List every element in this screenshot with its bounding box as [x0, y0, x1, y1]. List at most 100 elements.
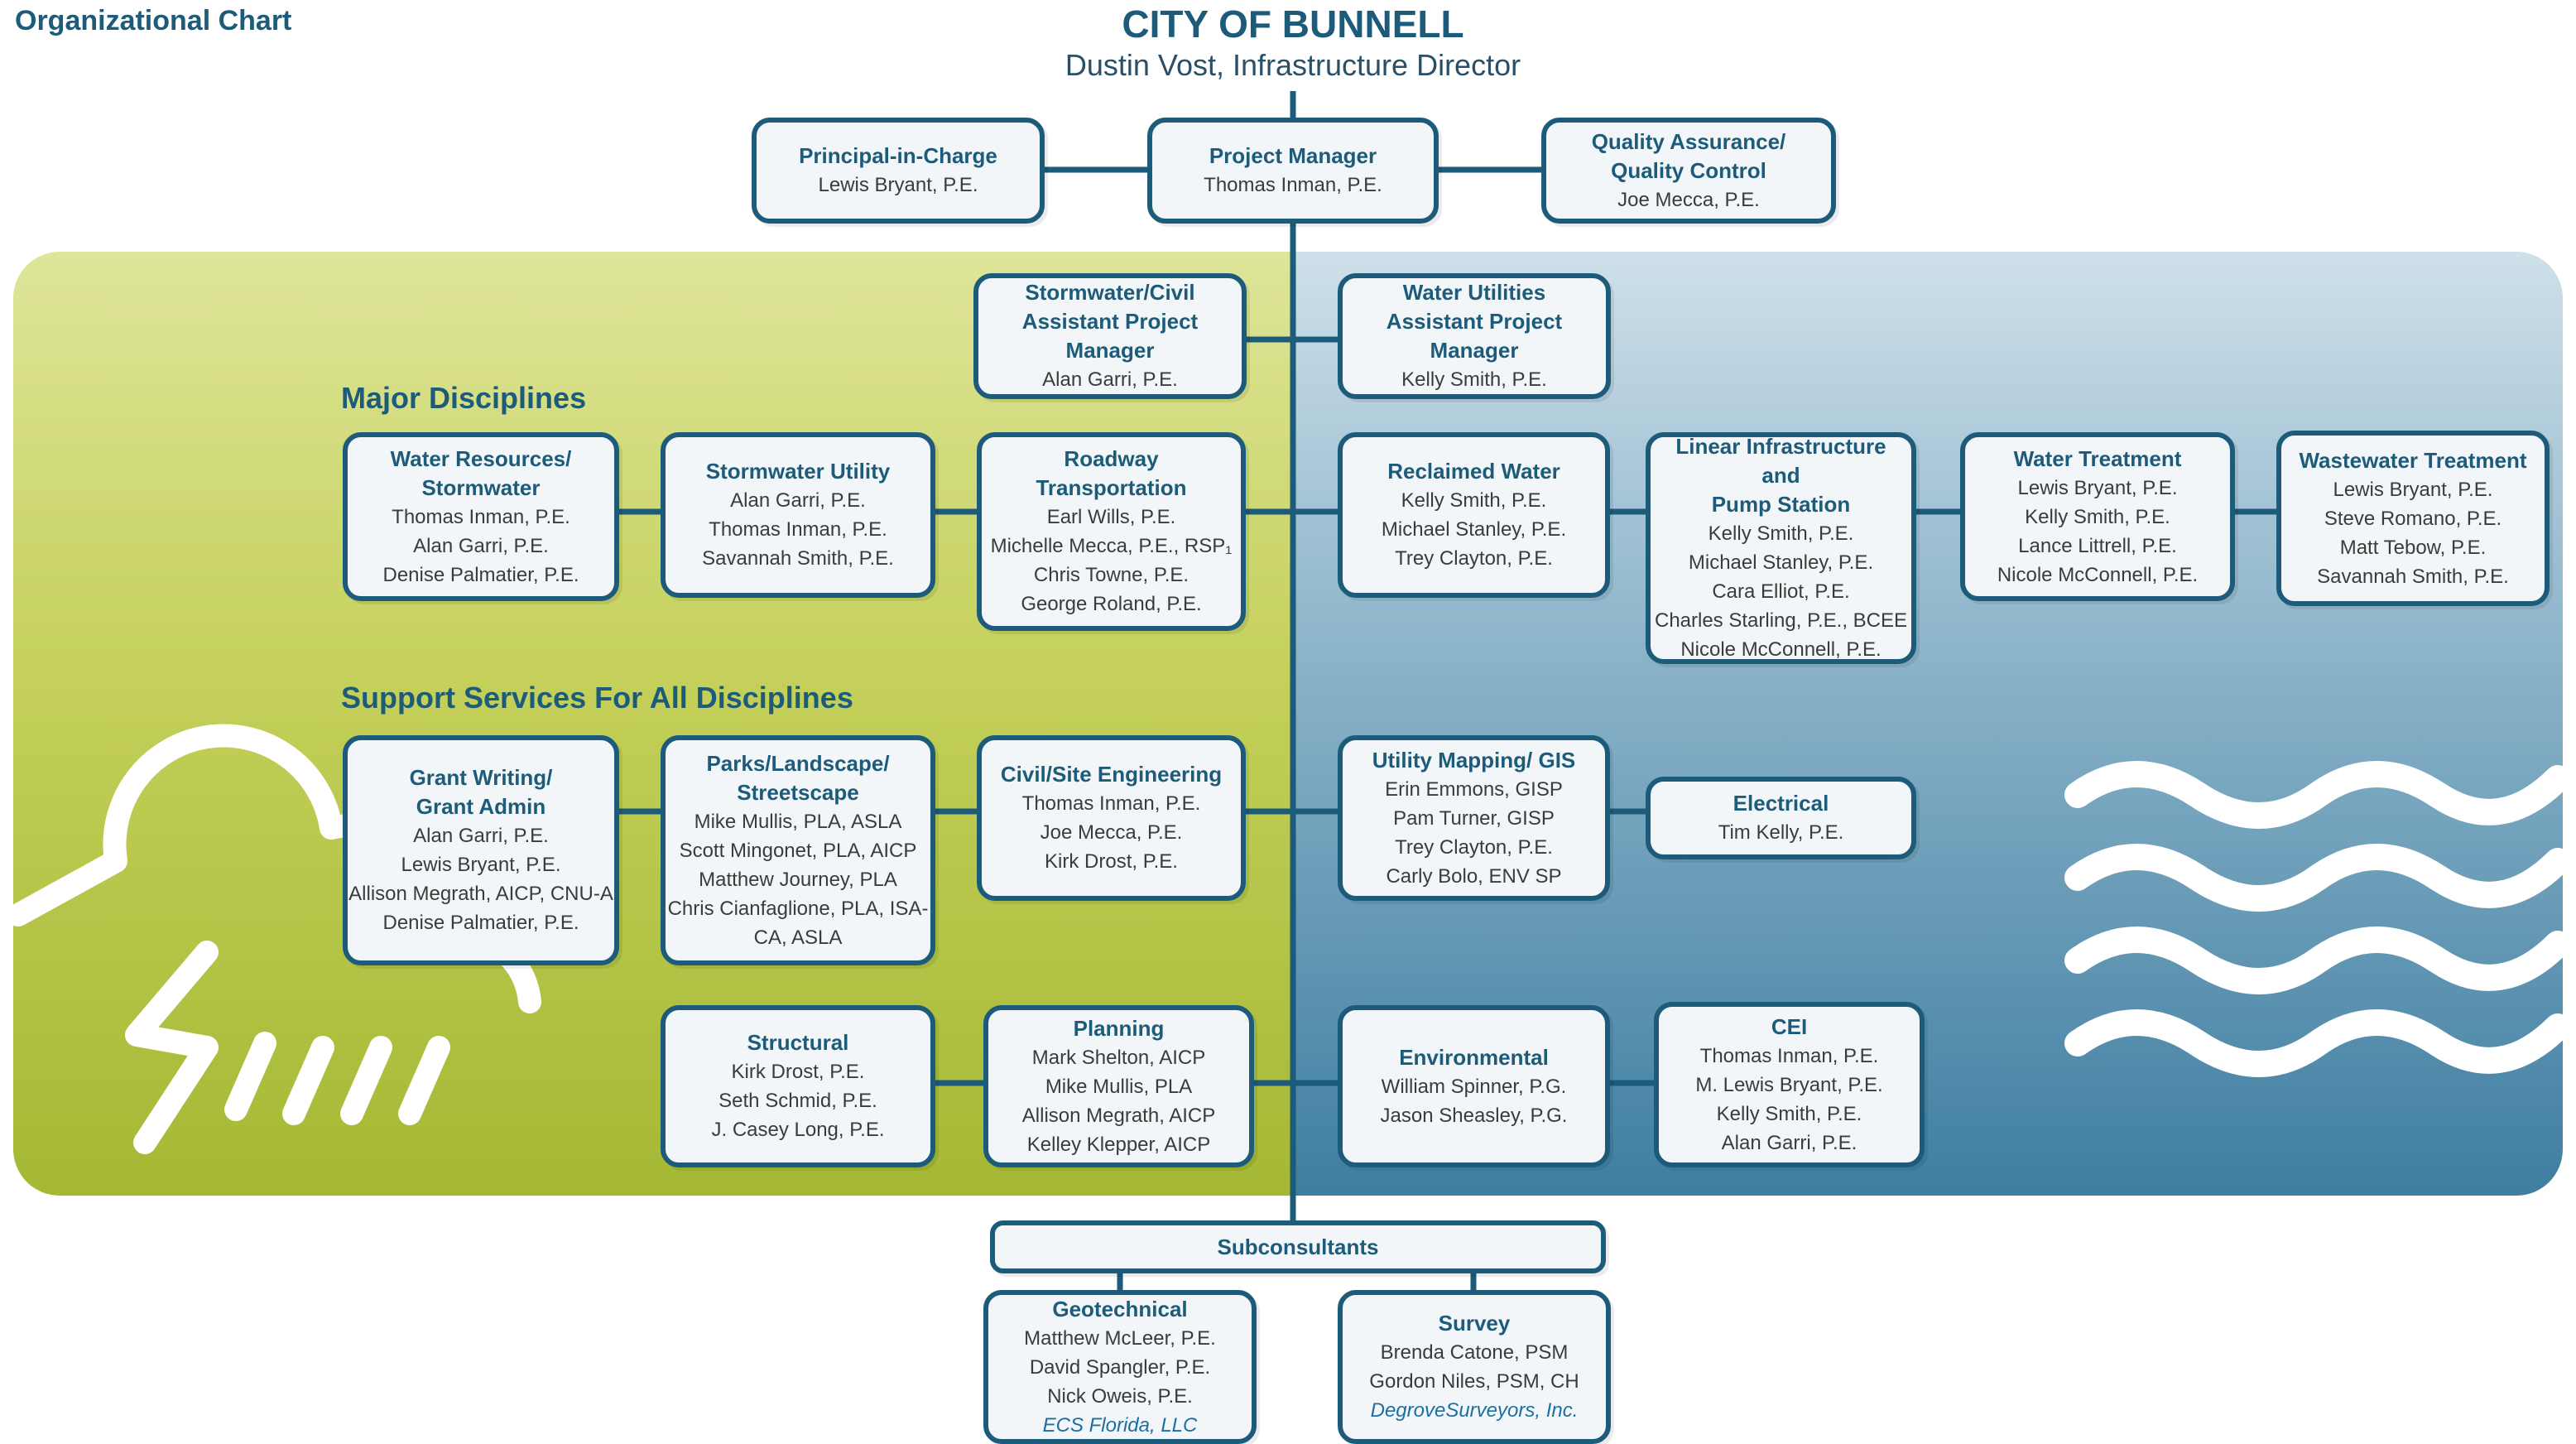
team-member: Chris Towne, P.E. [1033, 564, 1189, 586]
team-member: Allison Megrath, AICP [1021, 1104, 1216, 1127]
team-member: Erin Emmons, GISP [1385, 777, 1563, 801]
team-member: Charles Starling, P.E., BCEE [1654, 609, 1908, 632]
subconsultants-box: Subconsultants [990, 1220, 1606, 1273]
team-member: George Roland, P.E. [1021, 593, 1202, 615]
team-member: Pam Turner, GISP [1393, 806, 1555, 830]
team-member: Thomas Inman, P.E. [1021, 792, 1201, 815]
team-member: Mark Shelton, AICP [1031, 1046, 1206, 1069]
box-title: Project Manager [1209, 143, 1377, 168]
team-member: William Spinner, P.G. [1381, 1075, 1567, 1098]
box-title: Utility Mapping/ GIS [1372, 747, 1576, 773]
team-member: Michael Stanley, P.E. [1688, 551, 1874, 574]
box-title: Water Resources/ Stormwater [390, 445, 572, 500]
connector-lines [619, 91, 2276, 1292]
team-member: Seth Schmid, P.E. [718, 1090, 877, 1112]
team-member: Cara Elliot, P.E. [1712, 580, 1850, 603]
box-title: Electrical [1733, 791, 1829, 816]
team-member: Trey Clayton, P.E. [1395, 835, 1553, 859]
apm-storm-box: Stormwater/Civil Assistant Project Manag… [973, 273, 1247, 399]
team-member: Denise Palmatier, P.E. [382, 912, 579, 934]
box-title: Grant Writing/ Grant Admin [409, 765, 553, 819]
director-name: Dustin Vost, Infrastructure Director [1065, 48, 1521, 82]
team-member: Lewis Bryant, P.E. [2333, 478, 2493, 501]
team-member: Joe Mecca, P.E. [1040, 821, 1183, 844]
team-member: M. Lewis Bryant, P.E. [1695, 1073, 1883, 1096]
org-name: CITY OF BUNNELL [1122, 2, 1464, 46]
team-member: Savannah Smith, P.E. [702, 547, 894, 570]
cei-box: CEI Thomas Inman, P.E. M. Lewis Bryant, P.… [1654, 1002, 1925, 1167]
team-member: Nicole McConnell, P.E. [1680, 638, 1882, 661]
team-member: Kelly Smith, P.E. [1716, 1102, 1862, 1125]
box-title: Stormwater/Civil Assistant Project Manag… [1021, 280, 1199, 363]
team-member: Gordon Niles, PSM, CH [1369, 1370, 1579, 1393]
team-member: Tim Kelly, P.E. [1718, 821, 1844, 844]
team-member: Brenda Catone, PSM [1380, 1341, 1569, 1364]
team-member: Kelly Smith, P.E. [2025, 505, 2170, 528]
box-title: Survey [1438, 1311, 1511, 1336]
team-member: Lewis Bryant, P.E. [401, 854, 561, 876]
team-member: Alan Garri, P.E. [413, 534, 549, 557]
team-member: Alan Garri, P.E. [1721, 1131, 1858, 1154]
team-member: Mike Mullis, PLA, ASLA [694, 810, 902, 833]
team-member: Michelle Mecca, P.E., RSP₁ [990, 535, 1233, 557]
chart-label: Organizational Chart [15, 5, 292, 36]
team-member: Matthew McLeer, P.E. [1024, 1326, 1216, 1350]
team-member: Kelly Smith, P.E. [1401, 489, 1547, 512]
team-member: Kelley Klepper, AICP [1026, 1133, 1211, 1156]
team-member: Lance Littrell, P.E. [2018, 534, 2177, 557]
team-member: Joe Mecca, P.E. [1617, 188, 1760, 211]
gis-box: Utility Mapping/ GIS Erin Emmons, GISP Pam… [1338, 735, 1610, 901]
apm-water-box: Water Utilities Assistant Project Manage… [1338, 273, 1611, 399]
team-member: Matthew Journey, PLA [699, 868, 897, 891]
team-member: Trey Clayton, P.E. [1395, 547, 1553, 570]
box-title: Water Utilities Assistant Project Manage… [1386, 280, 1563, 363]
team-member: Kirk Drost, P.E. [1045, 850, 1178, 873]
box-title: Principal-in-Charge [799, 143, 997, 168]
team-member: Nick Oweis, P.E. [1047, 1384, 1193, 1408]
team-member: Scott Mingonet, PLA, AICP [679, 839, 917, 862]
team-member: Lewis Bryant, P.E. [818, 174, 978, 196]
team-member: Nicole McConnell, P.E. [1997, 563, 2199, 586]
box-title: Linear Infrastructure and Pump Station [1675, 434, 1886, 517]
box-title: CEI [1771, 1013, 1808, 1039]
box-title: Subconsultants [1217, 1234, 1379, 1259]
box-title: Geotechnical [1052, 1296, 1188, 1321]
team-member: Carly Bolo, ENV SP [1386, 864, 1562, 888]
box-title: Civil/Site Engineering [1000, 762, 1223, 787]
team-member: Steve Romano, P.E. [2324, 507, 2502, 530]
team-member: Thomas Inman, P.E. [1699, 1044, 1879, 1067]
team-member: Matt Tebow, P.E. [2339, 536, 2487, 559]
box-title: Planning [1073, 1015, 1165, 1041]
team-member: Kirk Drost, P.E. [731, 1061, 865, 1083]
company-name: ECS Florida, LLC [1042, 1413, 1198, 1437]
team-member: Kelly Smith, P.E. [1708, 522, 1854, 545]
team-member: Denise Palmatier, P.E. [382, 563, 579, 586]
team-member: David Spangler, P.E. [1029, 1355, 1211, 1379]
company-name: DegroveSurveyors, Inc. [1370, 1399, 1579, 1422]
team-member: J. Casey Long, P.E. [711, 1119, 885, 1141]
team-member: Alan Garri, P.E. [413, 825, 549, 847]
box-title: Structural [747, 1030, 849, 1055]
team-member: Savannah Smith, P.E. [2317, 565, 2509, 588]
box-title: Reclaimed Water [1387, 459, 1560, 484]
water-waves-icon [2064, 761, 2571, 1077]
team-member: Earl Wills, P.E. [1046, 506, 1176, 528]
team-member: Mike Mullis, PLA [1045, 1075, 1193, 1098]
team-member: Alan Garri, P.E. [1042, 368, 1178, 391]
